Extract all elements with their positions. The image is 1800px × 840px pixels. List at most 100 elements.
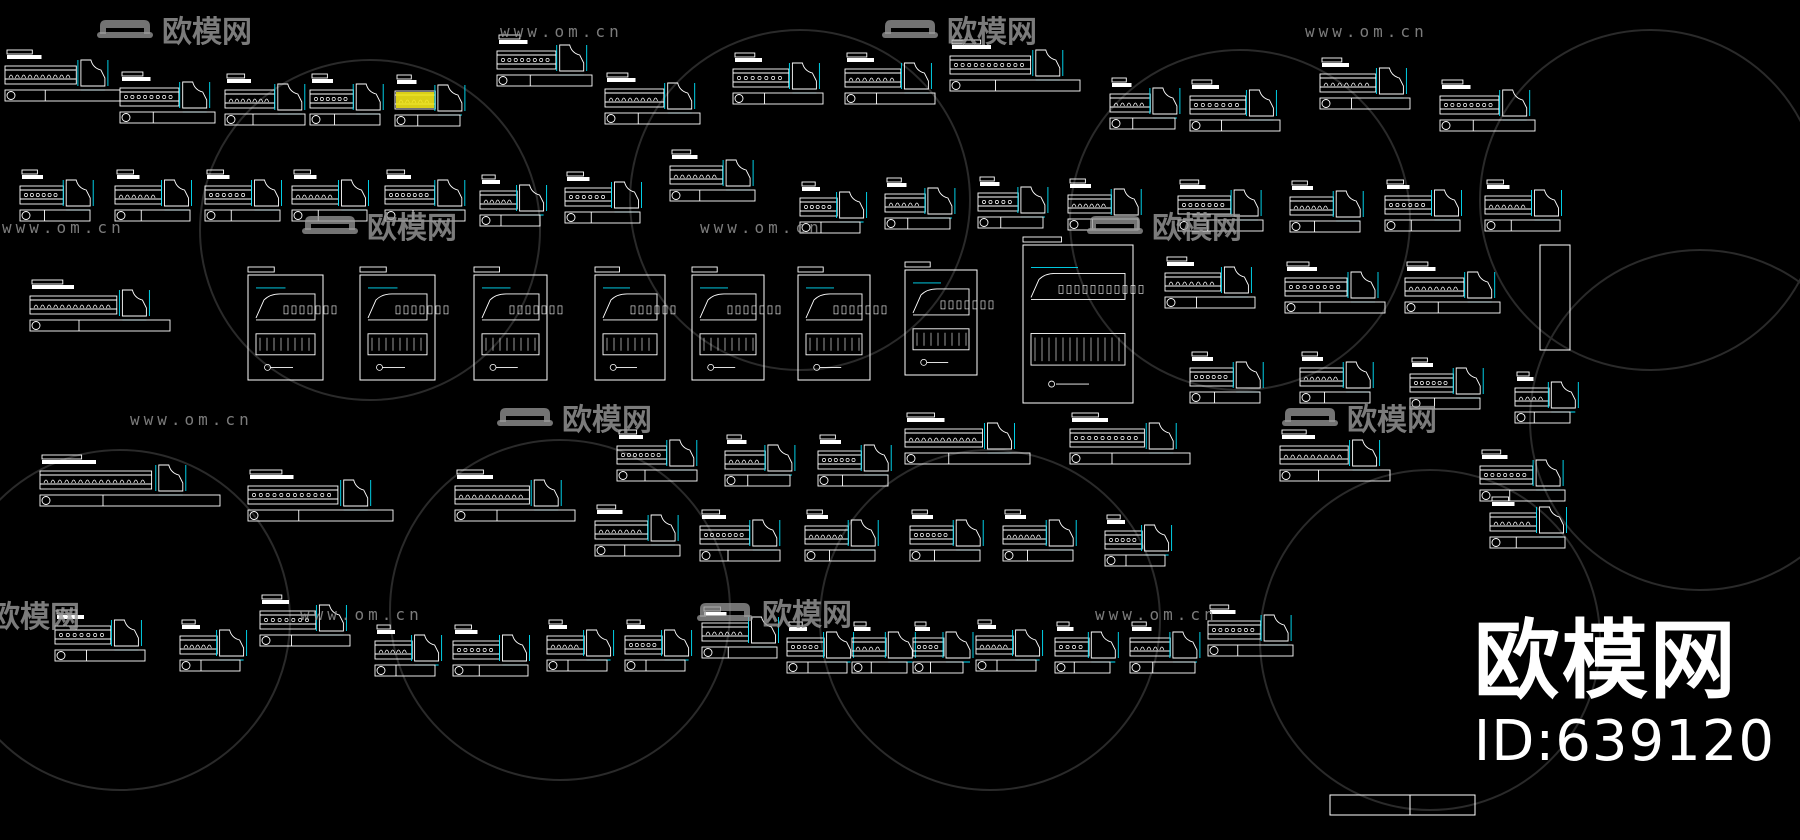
drawing-sheet (691, 266, 781, 381)
cornice-element (19, 169, 94, 222)
cornice-element (851, 621, 916, 674)
cornice-element (1514, 371, 1579, 424)
cornice-element (604, 72, 701, 125)
cornice-element (1299, 351, 1374, 404)
cornice-element (29, 279, 171, 332)
cornice-element (1189, 79, 1281, 132)
title-block (1329, 794, 1476, 816)
cornice-element (1002, 509, 1077, 562)
cornice-element (1189, 351, 1264, 404)
cornice-element (1207, 604, 1294, 657)
cornice-element (1439, 79, 1536, 132)
cornice-element (1284, 261, 1386, 314)
cornice-element (909, 509, 984, 562)
cornice-element (247, 469, 394, 522)
sofa-icon (497, 408, 553, 426)
cornice-element (179, 619, 248, 672)
cornice-element (1289, 180, 1364, 233)
watermark: 欧模网 (882, 15, 1037, 50)
cornice-element (291, 169, 369, 222)
cornice-element (1484, 179, 1562, 232)
cornice-element (114, 169, 192, 222)
sofa-icon (697, 603, 753, 621)
id-stamp-brand: 欧模网 (1473, 611, 1738, 711)
drawing-sheet (359, 266, 449, 381)
watermark: 欧模网 (302, 211, 457, 246)
cornice-element (224, 73, 306, 126)
cornice-element (1129, 621, 1201, 674)
cornice-element (1404, 261, 1501, 314)
id-stamp-number: ID:639120 (1473, 709, 1775, 774)
cornice-element (1279, 429, 1391, 482)
cornice-elements (4, 34, 1579, 677)
cornice-element (949, 39, 1081, 92)
watermark-brand: 欧模网 (162, 15, 252, 50)
cornice-element (817, 434, 892, 487)
cornice-element (786, 621, 855, 674)
watermark: 欧模网 (1282, 403, 1437, 438)
watermark-brand: 欧模网 (762, 598, 852, 633)
cornice-element (384, 169, 466, 222)
cornice-element (1104, 514, 1173, 567)
drawing-sheets (247, 236, 1571, 816)
watermark: 欧模网 (97, 15, 252, 50)
watermark-brand: 欧模网 (367, 211, 457, 246)
sofa-icon (1282, 408, 1338, 426)
cornice-element (904, 412, 1031, 465)
cornice-element (546, 619, 615, 672)
drawing-sheet (904, 261, 994, 376)
cornice-element (669, 149, 756, 202)
drawing-sheet (1022, 236, 1144, 404)
watermark-url: www.om.cn (2, 218, 125, 237)
cornice-element (309, 73, 384, 126)
watermark-brand: 欧模网 (947, 15, 1037, 50)
drawing-sheet (594, 266, 676, 381)
watermark: 欧模网 (1087, 211, 1242, 246)
cornice-element (204, 169, 282, 222)
watermark-url: www.om.cn (1305, 22, 1428, 41)
watermark: 欧模网 (697, 598, 852, 633)
cornice-element (884, 177, 956, 230)
cornice-element (1489, 496, 1567, 549)
cornice-element (39, 454, 221, 507)
cornice-element (977, 176, 1049, 229)
watermark-url: www.om.cn (1095, 605, 1218, 624)
watermark-url: www.om.cn (500, 22, 623, 41)
cornice-element (1384, 179, 1462, 232)
drawing-sheet (247, 266, 337, 381)
cornice-element (374, 624, 443, 677)
cornice-element (1409, 357, 1484, 410)
cornice-element (1319, 57, 1411, 110)
cornice-element (804, 509, 879, 562)
cornice-element (799, 181, 868, 234)
cornice-element (54, 609, 146, 662)
cornice-element (1177, 179, 1264, 232)
watermark-circles (0, 29, 1800, 811)
cornice-element (119, 71, 216, 124)
watermark-brand: 欧模网 (562, 403, 652, 438)
cornice-element (616, 429, 698, 482)
drawing-sheet (797, 266, 887, 381)
sofa-icon (302, 216, 358, 234)
cornice-element (844, 52, 936, 105)
sofa-icon (97, 20, 153, 38)
cornice-element (452, 624, 530, 677)
cornice-element (1054, 621, 1119, 674)
watermark-brand: 欧模网 (1152, 211, 1242, 246)
drawing-sheet (473, 266, 563, 381)
cornice-element (1109, 77, 1181, 130)
watermark-url: www.om.cn (130, 410, 253, 429)
watermark: 欧模网 (497, 403, 652, 438)
cornice-element (594, 504, 681, 557)
cornice-element (1164, 256, 1256, 309)
sofa-icon (882, 20, 938, 38)
cornice-element (454, 469, 576, 522)
cornice-element (724, 434, 796, 487)
watermark-brand: 欧模网 (1347, 403, 1437, 438)
watermark-brand: 欧模网 (0, 600, 80, 635)
cornice-element (975, 619, 1044, 672)
cornice-element (1069, 412, 1191, 465)
cornice-element (912, 621, 974, 674)
